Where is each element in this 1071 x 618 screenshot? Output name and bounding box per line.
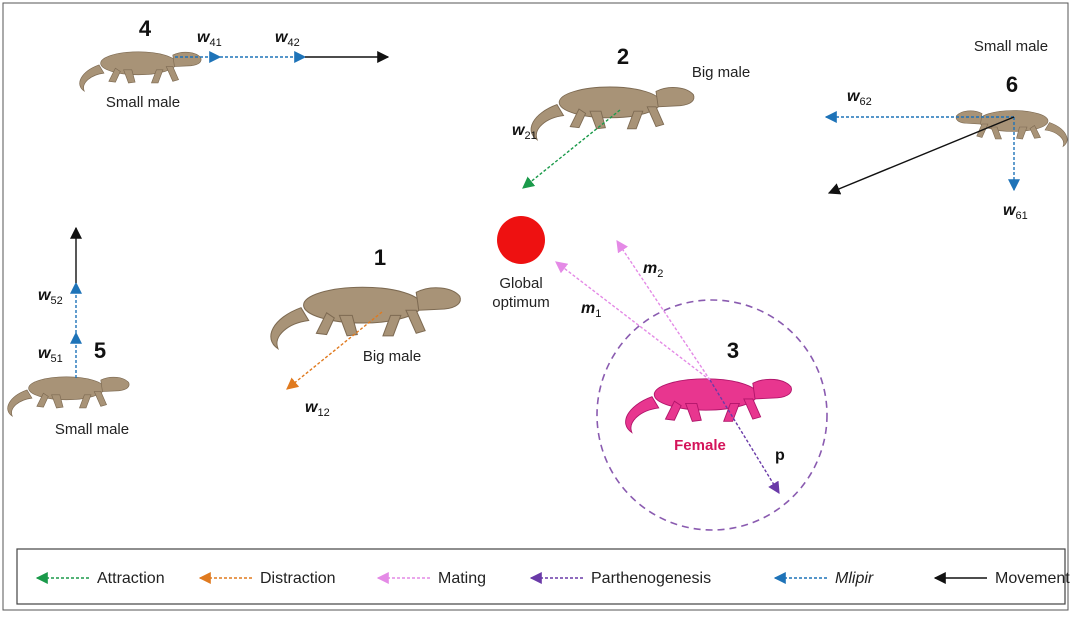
small-male-6-lizard-icon bbox=[956, 111, 1067, 147]
legend-mating-label: Mating bbox=[438, 570, 486, 587]
legend-mlipir-label: Mlipir bbox=[835, 570, 874, 587]
agent-label-1: Big male bbox=[363, 348, 421, 365]
agent-number-6: 6 bbox=[1006, 72, 1018, 97]
optimum-label-line2: optimum bbox=[492, 294, 550, 311]
legend-movement-label: Movement bbox=[995, 570, 1070, 587]
agent-label-3: Female bbox=[674, 437, 726, 454]
agent-number-4: 4 bbox=[139, 16, 152, 41]
w61-label: w61 bbox=[1003, 202, 1028, 222]
agent-label-2: Big male bbox=[692, 64, 750, 81]
w62-label: w62 bbox=[847, 88, 872, 108]
w42-label: w42 bbox=[275, 29, 300, 49]
female-3-lizard-icon bbox=[626, 379, 792, 433]
agent-number-2: 2 bbox=[617, 44, 629, 69]
small-male-5-lizard-icon bbox=[8, 377, 129, 416]
agent-number-1: 1 bbox=[374, 245, 386, 270]
small-male-4-lizard-icon bbox=[80, 52, 201, 91]
global-optimum-dot bbox=[497, 216, 545, 264]
agent-label-6: Small male bbox=[974, 38, 1048, 55]
big-male-1-lizard-icon bbox=[271, 287, 461, 348]
agent-6-movement-arrow bbox=[829, 117, 1014, 193]
p-label: p bbox=[775, 447, 785, 464]
agent-label-4: Small male bbox=[106, 94, 180, 111]
legend-attraction-label: Attraction bbox=[97, 570, 165, 587]
m2-mating-arrow bbox=[617, 241, 710, 380]
legend-box bbox=[17, 549, 1065, 604]
w12-label: w12 bbox=[305, 399, 330, 419]
agent-number-3: 3 bbox=[727, 338, 739, 363]
w51-label: w51 bbox=[38, 345, 63, 365]
legend-distraction-label: Distraction bbox=[260, 570, 336, 587]
big-male-2-lizard-icon bbox=[531, 87, 694, 140]
agent-label-5: Small male bbox=[55, 421, 129, 438]
w41-label: w41 bbox=[197, 29, 222, 49]
m2-label: m2 bbox=[643, 260, 663, 280]
legend-parthenogenesis-label: Parthenogenesis bbox=[591, 570, 711, 587]
optimum-label-line1: Global bbox=[499, 275, 542, 292]
m1-mating-arrow bbox=[556, 262, 710, 380]
w52-label: w52 bbox=[38, 287, 63, 307]
agent-number-5: 5 bbox=[94, 338, 106, 363]
m1-label: m1 bbox=[581, 300, 601, 320]
